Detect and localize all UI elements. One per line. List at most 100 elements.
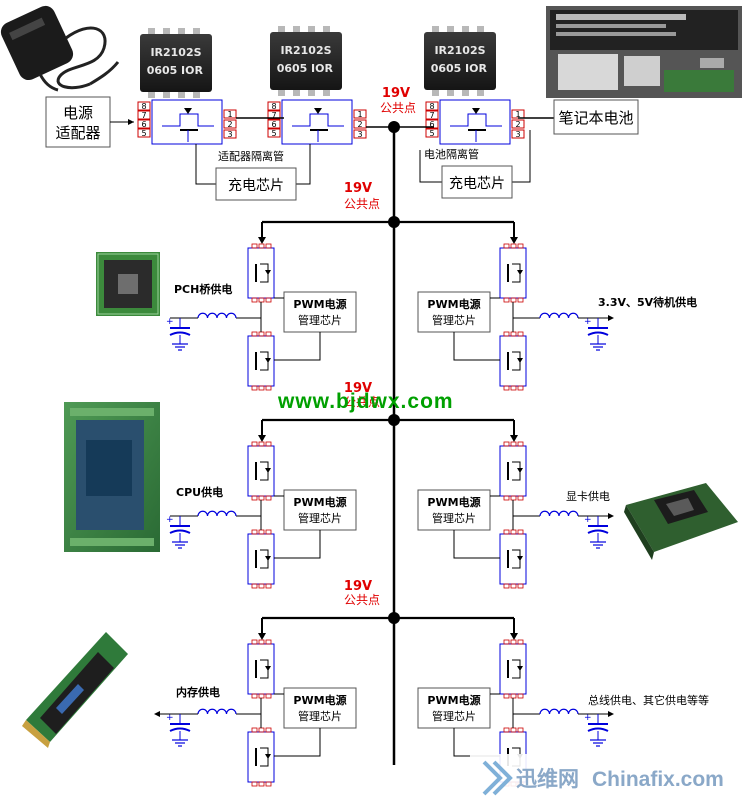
pin-pad	[251, 693, 258, 699]
pin-pad	[265, 297, 272, 303]
mosfet-outline	[247, 731, 275, 783]
memory-module-photo	[22, 632, 128, 748]
pin-pad	[503, 385, 510, 391]
arrow-left	[258, 237, 266, 244]
battery-label: 笔记本电池	[558, 109, 633, 127]
mosfet-outline	[247, 643, 275, 695]
low-side-mosfet	[247, 331, 275, 391]
chip-pin	[432, 88, 439, 96]
pwm-label-line1: PWM电源	[293, 297, 346, 311]
chip-pin	[308, 26, 315, 34]
body-diode	[517, 270, 523, 275]
pin-pad	[251, 583, 258, 589]
pin-pad	[517, 495, 524, 501]
adapter-label-line1: 电源	[63, 104, 93, 122]
chip-pin	[323, 88, 330, 96]
pin-box-left	[267, 110, 281, 120]
pin-pad	[258, 727, 265, 733]
pin-pad	[258, 639, 265, 645]
mosfet-channel	[512, 549, 521, 569]
pin-number-right: 3	[227, 130, 232, 139]
body-diode	[314, 108, 322, 114]
mosfet-channel	[450, 113, 502, 127]
body-diode	[265, 666, 271, 671]
cap-polarity: +	[166, 713, 174, 723]
pin-pad	[258, 583, 265, 589]
pwm-label-line1: PWM电源	[427, 495, 480, 509]
pin-box-right	[223, 129, 237, 139]
pin-box-right	[353, 119, 367, 129]
gate-wire-low	[453, 530, 500, 559]
chip-body	[424, 32, 496, 90]
pin-number-left: 5	[429, 129, 434, 138]
chip-pin	[308, 88, 315, 96]
pin-pad	[265, 781, 272, 787]
body-diode	[517, 358, 523, 363]
high-side-mosfet	[499, 441, 527, 501]
pin-number-right: 1	[515, 110, 520, 119]
pin-pad	[251, 297, 258, 303]
pin-pad	[503, 243, 510, 249]
left-output-label: 内存供电	[176, 685, 220, 699]
chip-marking-1: IR2102S	[434, 44, 485, 57]
cap-polarity: +	[166, 317, 174, 327]
pin-pad	[251, 331, 258, 337]
low-side-mosfet	[499, 331, 527, 391]
pin-number-left: 6	[429, 120, 434, 129]
logo-en-text: Chinafix.com	[592, 768, 724, 791]
pin-box-left	[137, 119, 151, 129]
pin-pad	[265, 693, 272, 699]
left-output-label: PCH桥供电	[174, 282, 232, 296]
cap-plate-curved	[169, 331, 191, 336]
pin-number-left: 8	[429, 102, 434, 111]
cap-plate-curved	[169, 529, 191, 534]
output-arrow	[608, 315, 614, 321]
mosfet-outline	[151, 99, 223, 145]
chip-pin	[323, 26, 330, 34]
high-side-mosfet	[247, 243, 275, 303]
chip-pin	[432, 26, 439, 34]
pin-box-left	[267, 128, 281, 138]
pin-pad	[517, 639, 524, 645]
pin-number-right: 2	[227, 120, 232, 129]
inductor	[197, 708, 237, 715]
output-arrow	[608, 513, 614, 519]
chip-logo: IOR	[311, 62, 333, 75]
pin-pad	[503, 495, 510, 501]
body-diode	[265, 358, 271, 363]
pwm-label-line1: PWM电源	[427, 693, 480, 707]
pin-pad	[251, 727, 258, 733]
chip-pin	[278, 26, 285, 34]
pin-box-right	[223, 119, 237, 129]
pin-box-left	[425, 101, 439, 111]
pin-pad	[510, 529, 517, 535]
pwm-label-line2: 管理芯片	[432, 313, 476, 327]
body-diode	[265, 754, 271, 759]
chip-pin	[462, 26, 469, 34]
pin-number-right: 3	[357, 130, 362, 139]
row-pch-standby: 19V公共点PWM电源管理芯片+PWM电源管理芯片+PCH桥供电3.3V、5V待…	[166, 181, 697, 391]
mosfet-outline	[247, 247, 275, 299]
right-output-label: 3.3V、5V待机供电	[598, 295, 697, 309]
chinafix-logo: 迅维网 Chinafix.com	[470, 754, 746, 796]
body-diode	[184, 108, 192, 114]
cap-plate-curved	[169, 727, 191, 732]
cap-polarity: +	[584, 713, 592, 723]
chip-marking-1: IR2102S	[280, 44, 331, 57]
pwm-controller-box	[283, 687, 357, 729]
pwm-label-line2: 管理芯片	[432, 511, 476, 525]
pin-box-right	[353, 109, 367, 119]
mosfet-channel	[260, 263, 269, 283]
pin-box-left	[137, 101, 151, 111]
pin-pad	[265, 583, 272, 589]
chip-pin	[447, 26, 454, 34]
pin-box-right	[223, 109, 237, 119]
output-arrow	[154, 711, 160, 717]
chip-marking-2: 0605	[431, 62, 462, 75]
pin-number-left: 7	[429, 111, 434, 120]
